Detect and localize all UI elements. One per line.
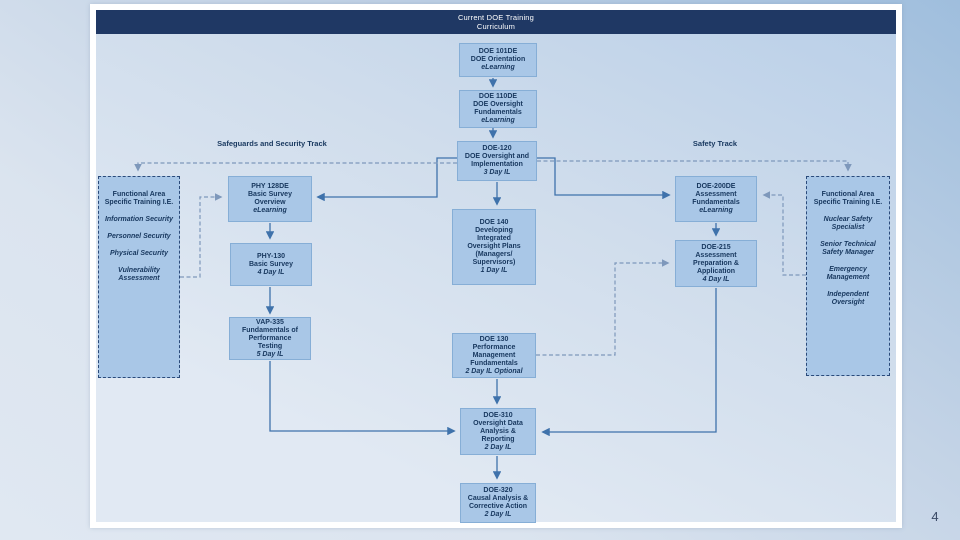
course-description: Basic Survey <box>249 260 293 268</box>
course-box-doe-320: DOE-320 Causal Analysis &Corrective Acti… <box>460 483 536 523</box>
course-duration: 2 Day IL <box>484 443 512 451</box>
course-code: PHY-130 <box>256 252 286 260</box>
course-code: DOE 130 <box>479 335 509 343</box>
slide-title-bar: Current DOE Training Curriculum <box>96 10 896 34</box>
track-label-safety: Safety Track <box>692 139 738 148</box>
course-duration: eLearning <box>481 117 515 124</box>
track-label-safeguards-security: Safeguards and Security Track <box>217 139 327 148</box>
course-description: Causal Analysis &Corrective Action <box>467 495 529 510</box>
course-duration: 3 Day IL <box>483 169 511 176</box>
course-code: PHY 128DE <box>251 183 289 190</box>
course-code: DOE-310 <box>483 411 513 419</box>
course-duration: eLearning <box>253 207 287 214</box>
functional-area-box-safety: Functional Area Specific Training I.E. N… <box>806 176 890 376</box>
course-code: DOE-320 <box>483 487 513 494</box>
course-duration: 4 Day IL <box>257 268 285 276</box>
page-number: 4 <box>931 509 939 524</box>
course-code: DOE 101DE <box>478 48 518 55</box>
course-box-phy-130: PHY-130 Basic Survey 4 Day IL <box>230 243 312 286</box>
course-duration: eLearning <box>699 207 733 214</box>
functional-area-heading: Functional Area Specific Training I.E. <box>104 191 174 206</box>
slide-title-line2: Curriculum <box>476 22 516 31</box>
course-code: DOE 110DE <box>478 93 518 100</box>
course-duration: 2 Day IL <box>484 511 512 518</box>
functional-area-box-security: Functional Area Specific Training I.E. I… <box>98 176 180 378</box>
course-code: DOE-215 <box>701 243 731 251</box>
course-description: DOE Orientation <box>470 56 526 63</box>
functional-area-heading: Functional Area Specific Training I.E. <box>813 191 883 206</box>
course-code: DOE 140 <box>479 219 509 226</box>
course-duration: 5 Day IL <box>256 350 284 358</box>
course-duration: 4 Day IL <box>702 275 730 283</box>
course-duration: 2 Day IL Optional <box>465 367 523 375</box>
course-duration: 1 Day IL <box>480 267 508 274</box>
course-code: DOE-120 <box>482 145 512 152</box>
course-code: VAP-335 <box>256 318 284 326</box>
course-box-doe-101de: DOE 101DE DOE Orientation eLearning <box>459 43 537 77</box>
course-duration: eLearning <box>481 64 515 71</box>
slide-title-line1: Current DOE Training <box>457 13 535 22</box>
course-code: DOE-200DE <box>696 183 736 190</box>
